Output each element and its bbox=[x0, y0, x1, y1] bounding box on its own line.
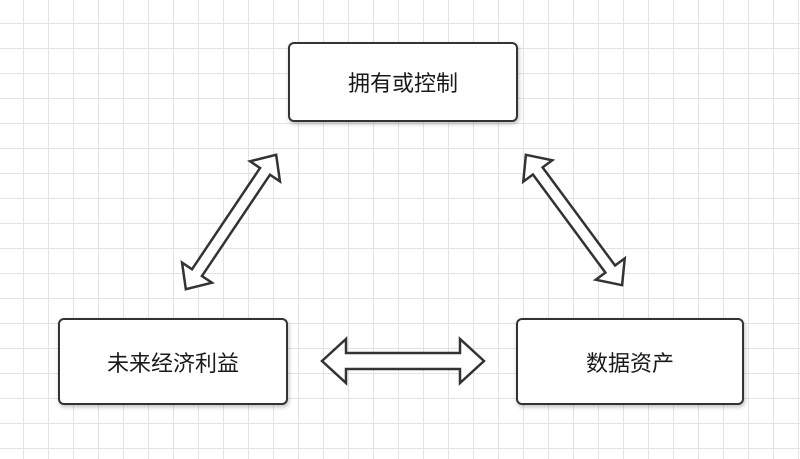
node-data-asset-label: 数据资产 bbox=[585, 351, 674, 377]
node-future-economic-benefit-label: 未来经济利益 bbox=[106, 351, 239, 377]
double-arrow-left-right bbox=[320, 336, 486, 386]
double-arrow-top-left bbox=[180, 153, 282, 291]
double-arrow-top-right bbox=[521, 153, 627, 287]
node-ownership-control: 拥有或控制 bbox=[288, 42, 518, 122]
node-data-asset: 数据资产 bbox=[516, 318, 744, 405]
node-future-economic-benefit: 未来经济利益 bbox=[58, 318, 288, 405]
node-ownership-control-label: 拥有或控制 bbox=[347, 72, 458, 97]
